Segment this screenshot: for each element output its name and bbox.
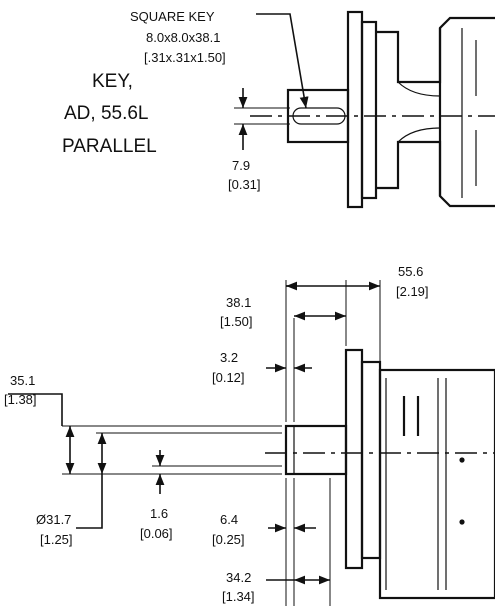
callout-note: KEY, AD, 55.6L PARALLEL xyxy=(62,71,157,157)
overall-imperial: [2.19] xyxy=(396,284,429,299)
height-metric: 35.1 xyxy=(10,373,35,388)
offset-imperial: [0.06] xyxy=(140,526,173,541)
side-flange-step xyxy=(360,360,382,560)
square-key-imperial: [.31x.31x1.50] xyxy=(144,50,226,65)
offset-metric: 1.6 xyxy=(150,506,168,521)
side-flange xyxy=(344,348,364,570)
key-depth-imperial: [0.31] xyxy=(228,177,261,192)
top-body-outline xyxy=(376,16,495,208)
square-key-leader xyxy=(256,13,309,109)
height-imperial: [1.38] xyxy=(4,392,37,407)
key-length-imperial: [1.34] xyxy=(222,589,255,604)
note-line-3: PARALLEL xyxy=(62,136,157,157)
note-line-2: AD, 55.6L xyxy=(64,103,149,124)
key-depth-metric: 7.9 xyxy=(232,158,250,173)
mount-hole-1 xyxy=(459,457,465,463)
note-line-1: KEY, xyxy=(92,71,133,92)
square-key-metric: 8.0x8.0x38.1 xyxy=(146,30,220,45)
relief-imperial: [0.25] xyxy=(212,532,245,547)
relief-metric: 6.4 xyxy=(220,512,238,527)
shoulder-imperial: [0.12] xyxy=(212,370,245,385)
side-view: 55.6 [2.19] 38.1 [1.50] 3.2 [0.12] 35.1 … xyxy=(4,264,495,606)
height-leader xyxy=(8,393,63,426)
mount-hole-2 xyxy=(459,519,465,525)
side-body xyxy=(378,368,495,600)
key-length-metric: 34.2 xyxy=(226,570,251,585)
diameter-metric: Ø31.7 xyxy=(36,512,71,527)
top-flange xyxy=(346,10,364,209)
shaft-length-metric: 38.1 xyxy=(226,295,251,310)
top-body-fillet xyxy=(397,81,441,143)
shaft-length-imperial: [1.50] xyxy=(220,314,253,329)
diameter-imperial: [1.25] xyxy=(40,532,73,547)
diameter-leader xyxy=(76,474,103,529)
overall-metric: 55.6 xyxy=(398,264,423,279)
top-view: SQUARE KEY 8.0x8.0x38.1 [.31x.31x1.50] 7… xyxy=(130,9,495,209)
top-flange-step xyxy=(360,20,378,200)
shoulder-metric: 3.2 xyxy=(220,350,238,365)
key-slot xyxy=(292,107,346,125)
square-key-title: SQUARE KEY xyxy=(130,9,215,24)
side-shaft xyxy=(284,424,348,476)
